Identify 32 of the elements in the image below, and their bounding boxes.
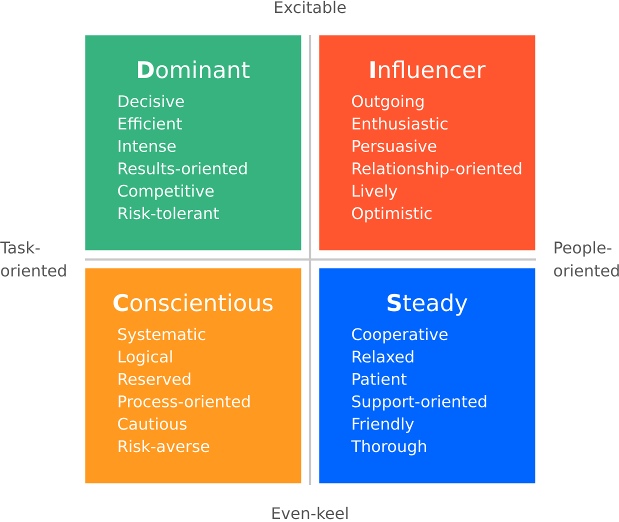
trait-item: Relationship-oriented [352,162,522,178]
quadrant-heading: Conscientious [114,294,273,312]
quadrant-heading: Influencer [370,60,486,78]
trait-item: Decisive [118,94,184,108]
trait-item: Persuasive [352,140,436,152]
quadrant-heading: Dominant [138,60,250,78]
trait-item: Outgoing [352,94,424,110]
trait-item: Competitive [118,184,214,200]
trait-item: Systematic [118,328,206,344]
axis-label: Task- oriented [0,241,66,277]
trait-item: Thorough [351,440,426,456]
trait-item: Lively [352,184,398,200]
trait-item: Cooperative [352,328,448,344]
trait-item: Reserved [118,372,190,386]
trait-item: Risk-tolerant [118,206,219,220]
trait-item: Optimistic [352,206,432,222]
trait-item: Enthusiastic [352,117,448,130]
trait-item: Friendly [352,417,414,433]
trait-item: Patient [352,372,407,386]
trait-item: Relaxed [352,350,414,363]
trait-item: Intense [118,140,176,152]
trait-item: Logical [118,350,172,366]
axis-label: People- oriented [554,241,619,277]
trait-item: Support-oriented [352,395,486,411]
trait-item: Results-oriented [118,162,247,174]
axis-label: Excitable [275,0,346,14]
trait-item: Efficient [118,117,182,130]
trait-item: Process-oriented [118,395,250,408]
trait-item: Risk-averse [118,440,210,452]
quadrant-heading: Steady [388,294,468,316]
trait-item: Cautious [118,417,187,430]
axis-label: Even-keel [272,506,348,520]
